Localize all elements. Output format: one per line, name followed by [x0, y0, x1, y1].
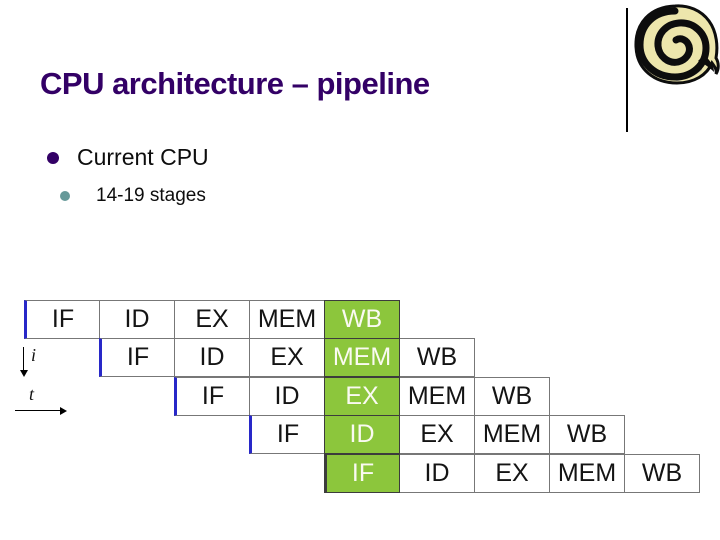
bullet-text-level2: 14-19 stages	[96, 185, 206, 206]
pipeline-cell: ID	[174, 338, 250, 377]
vertical-divider	[626, 8, 628, 132]
instruction-axis-label: i	[31, 345, 37, 365]
pipeline-cell: IF	[99, 338, 175, 377]
time-axis-arrow	[15, 410, 61, 411]
bullet-dot-level1	[47, 152, 59, 164]
time-axis-label: t	[29, 384, 35, 404]
bullet-text-level1: Current CPU	[77, 144, 209, 170]
pipeline-cell: EX	[399, 415, 475, 454]
pipeline-cell: WB	[624, 454, 700, 493]
bullet-dot-level2	[60, 191, 70, 201]
time-axis-arrowhead	[60, 407, 67, 415]
pipeline-cell: WB	[399, 338, 475, 377]
pipeline-cell: ID	[249, 377, 325, 416]
instruction-axis-arrowhead	[20, 370, 28, 377]
pipeline-cell: IF	[24, 300, 100, 339]
instruction-axis-arrow	[23, 347, 24, 372]
pipeline-cell-highlighted: MEM	[324, 338, 400, 377]
pipeline-cell: MEM	[399, 377, 475, 416]
pipeline-cell: ID	[99, 300, 175, 339]
pipeline-cell: MEM	[249, 300, 325, 339]
snail-shell-icon	[634, 4, 720, 85]
pipeline-cell: MEM	[474, 415, 550, 454]
pipeline-cell: WB	[549, 415, 625, 454]
pipeline-cell: EX	[249, 338, 325, 377]
pipeline-cell: IF	[174, 377, 250, 416]
pipeline-cell: EX	[174, 300, 250, 339]
pipeline-cell: EX	[474, 454, 550, 493]
pipeline-cell-highlighted: IF	[324, 454, 400, 493]
pipeline-cell: WB	[474, 377, 550, 416]
pipeline-cell: ID	[399, 454, 475, 493]
pipeline-cell: IF	[249, 415, 325, 454]
page-title: CPU architecture – pipeline	[40, 66, 430, 101]
pipeline-cell-highlighted: EX	[324, 377, 400, 416]
pipeline-cell-highlighted: WB	[324, 300, 400, 339]
pipeline-cell-highlighted: ID	[324, 415, 400, 454]
pipeline-cell: MEM	[549, 454, 625, 493]
